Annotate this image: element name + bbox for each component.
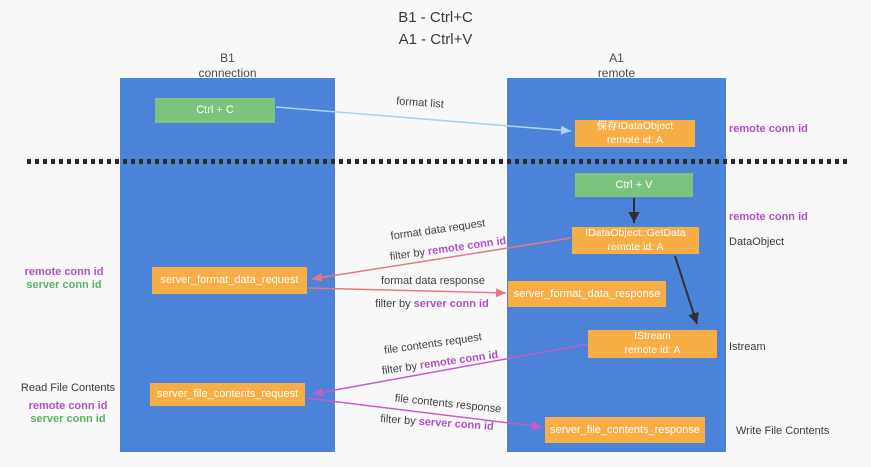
- lane-header-b1: B1 connection: [120, 51, 335, 81]
- filter-by-text: filter by: [381, 360, 418, 378]
- node-istream: IStream remote id: A: [588, 330, 717, 358]
- filter-key-server-conn-id: server conn id: [413, 298, 489, 310]
- edge-label-format-list: format list: [395, 95, 445, 111]
- annotation-istream: Istream: [729, 341, 766, 353]
- node-istream-line1: IStream: [634, 330, 671, 343]
- node-ctrl-c: Ctrl + C: [155, 98, 275, 123]
- annotation-remote-conn-id: remote conn id: [28, 400, 108, 413]
- node-server-file-contents-request-label: server_file_contents_request: [156, 388, 299, 401]
- node-idataobject-getdata: IDataObject::GetData remote id: A: [572, 227, 699, 254]
- title-line-1: B1 - Ctrl+C: [398, 9, 473, 26]
- node-server-file-contents-response-label: server_file_contents_response: [550, 423, 700, 436]
- lane-b1-subtitle: connection: [198, 66, 257, 80]
- filter-by-text: filter by: [389, 246, 426, 264]
- node-server-file-contents-response: server_file_contents_response: [545, 417, 705, 443]
- node-ctrl-v: Ctrl + V: [575, 173, 693, 197]
- node-server-format-data-response: server_format_data_response: [508, 281, 666, 307]
- annotation-read-file-contents: Read File Contents: [20, 382, 116, 394]
- arrow-format-data-response: [307, 287, 507, 298]
- node-save-idataobject-line2: remote id: A: [606, 133, 664, 146]
- node-server-format-data-request-label: server_format_data_request: [160, 274, 299, 287]
- edge-label-file-contents-response: file contents response: [394, 392, 502, 416]
- filter-by-text: filter by: [379, 413, 417, 428]
- node-istream-line2: remote id: A: [624, 344, 681, 356]
- filter-key-server-conn-id: server conn id: [418, 415, 495, 433]
- diagram-title: B1 - Ctrl+C A1 - Ctrl+V: [0, 7, 871, 51]
- annotation-write-file-contents: Write File Contents: [736, 425, 830, 437]
- title-line-2: A1 - Ctrl+V: [398, 30, 473, 48]
- node-ctrl-c-label: Ctrl + C: [196, 104, 234, 117]
- lane-header-a1: A1 remote: [507, 51, 726, 81]
- phase-separator-dashed-line: [27, 159, 850, 164]
- filter-key-remote-conn-id: remote conn id: [419, 348, 499, 372]
- node-save-idataobject: 保存IDataObject remote id: A: [575, 120, 695, 147]
- filter-key-remote-conn-id: remote conn id: [427, 234, 507, 258]
- node-idataobject-getdata-line1: IDataObject::GetData: [585, 226, 686, 239]
- edge-label-format-data-response: format data response: [381, 275, 485, 287]
- lane-a1-subtitle: remote: [597, 66, 636, 80]
- annotation-read-file-contents-block: Read File Contents remote conn id server…: [16, 382, 120, 427]
- node-save-idataobject-line1: 保存IDataObject: [596, 119, 674, 132]
- annotation-remote-conn-id: remote conn id: [24, 266, 104, 278]
- filter-by-text: filter by: [375, 298, 411, 310]
- node-idataobject-getdata-line2: remote id: A: [607, 240, 664, 253]
- annotation-remote-conn-id-mid: remote conn id: [729, 211, 808, 223]
- node-server-format-data-response-label: server_format_data_response: [513, 287, 661, 300]
- node-ctrl-v-label: Ctrl + V: [615, 178, 653, 191]
- lane-b1-name: B1: [220, 51, 235, 65]
- annotation-remote-conn-id-top: remote conn id: [729, 123, 808, 135]
- lane-a1-name: A1: [609, 51, 624, 65]
- node-server-file-contents-request: server_file_contents_request: [150, 383, 305, 406]
- annotation-server-conn-id: server conn id: [26, 279, 102, 292]
- annotation-left-conn-ids: remote conn id server conn id: [20, 266, 108, 292]
- annotation-server-conn-id: server conn id: [30, 413, 106, 426]
- node-server-format-data-request: server_format_data_request: [152, 267, 307, 294]
- annotation-dataobject: DataObject: [729, 236, 785, 248]
